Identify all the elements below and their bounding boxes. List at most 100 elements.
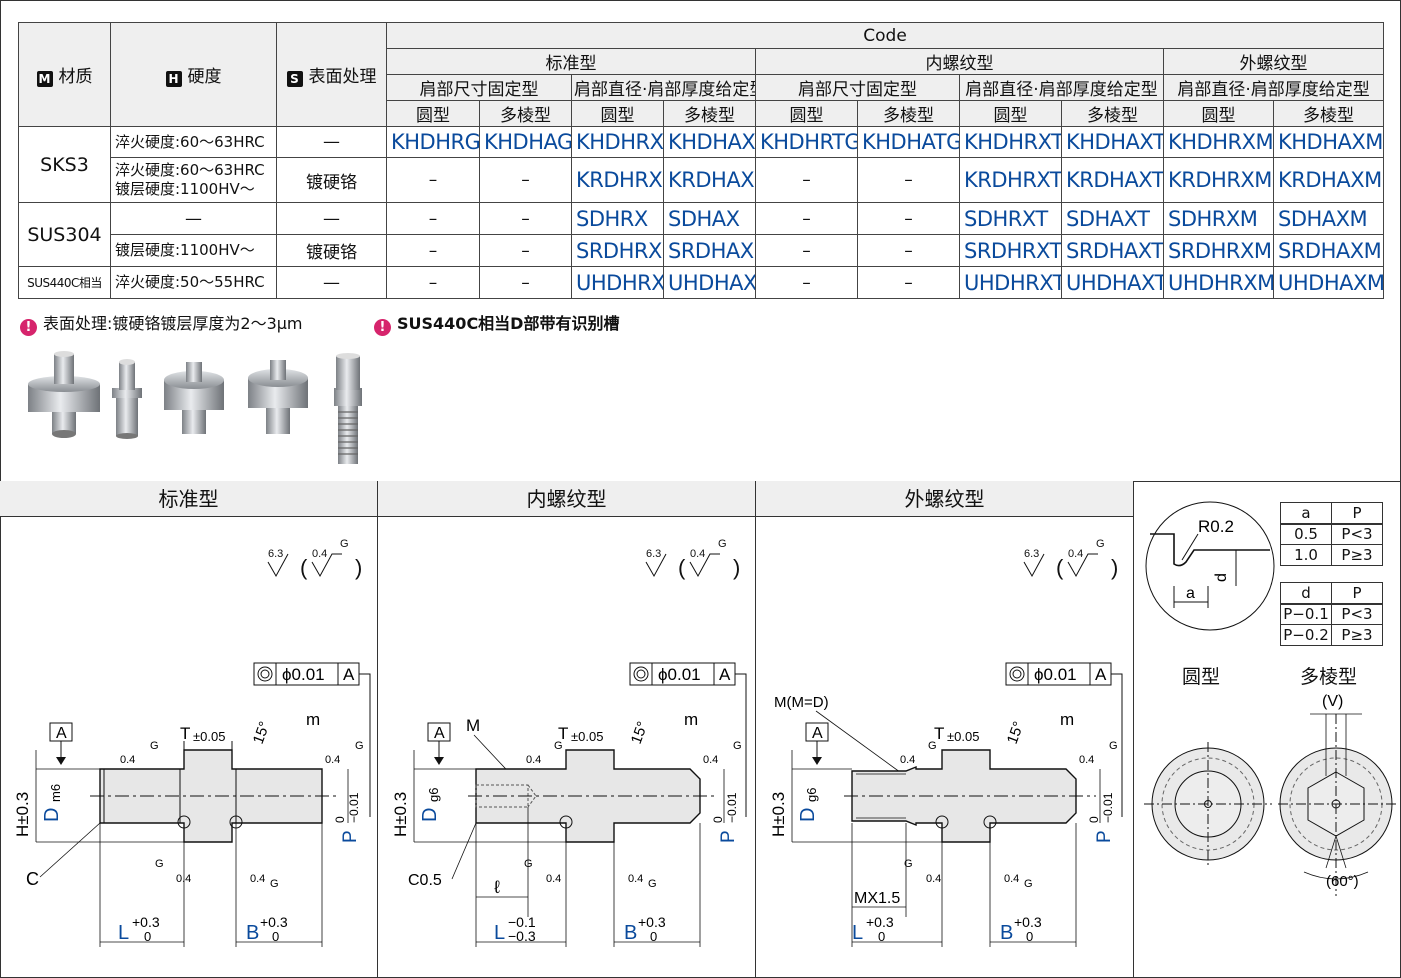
svg-text:G: G [155,858,164,870]
svg-text:0.4: 0.4 [703,754,718,766]
code-cell[interactable]: KRDHAXM [1272,157,1385,203]
svg-text:H±0.3: H±0.3 [769,792,788,837]
shape-header: 圆型 [386,100,480,127]
svg-text:B: B [624,922,637,944]
concentricity-frame: ϕ0.01 A [629,662,736,686]
svg-text:): ) [355,555,362,580]
badge-m: M [36,71,53,87]
code-cell[interactable]: SDHAXT [1061,202,1164,235]
photo-pin-2 [112,359,142,439]
code-cell[interactable]: KHDHRG [386,126,480,158]
svg-text:): ) [1111,555,1118,580]
svg-text:(: ( [1056,555,1064,580]
code-cell[interactable]: KHDHAX [663,126,756,158]
concentricity-frame: ϕ0.01 A [253,662,360,686]
svg-text:0: 0 [144,929,151,944]
svg-text:T: T [558,724,568,743]
detail-groove: a R0.2 d [1145,501,1275,631]
table-row: SUS440C相当 淬火硬度:50～55HRC — – – UHDHRX UHD… [18,266,1385,299]
svg-text:0.4: 0.4 [312,548,327,560]
subgroup: 肩部直径·肩部厚度给定型 [959,74,1164,101]
svg-text:G: G [270,878,279,890]
code-cell[interactable]: UHDHRXM [1163,266,1274,299]
code-cell[interactable]: UHDHAX [663,266,756,299]
code-cell[interactable]: SRDHRX [571,234,664,267]
svg-text:C0.5: C0.5 [408,872,442,889]
panel-title: 标准型 [0,481,377,517]
code-cell[interactable]: KRDHRXT [959,157,1062,203]
svg-text:ϕ0.01: ϕ0.01 [282,665,325,684]
code-cell[interactable]: KRDHRXM [1163,157,1274,203]
svg-text:L: L [494,922,505,944]
code-cell[interactable]: UHDHRXT [959,266,1062,299]
svg-text:−0.3: −0.3 [508,928,536,944]
code-cell[interactable]: SDHRXM [1163,202,1274,235]
code-cell[interactable]: KHDHRXT [959,126,1062,158]
svg-text:P: P [1094,830,1115,843]
svg-text:0.4: 0.4 [250,873,265,885]
code-cell[interactable]: KHDHAXM [1272,126,1385,158]
svg-text:A: A [434,725,445,742]
subgroup: 肩部直径·肩部厚度给定型 [571,74,756,101]
panel-external-thread: 外螺纹型 6.3 ( 0.4 G ) ϕ0.01 A M(M=D) A [756,481,1134,978]
svg-text:6.3: 6.3 [268,548,283,560]
svg-text:ℓ: ℓ [494,877,500,897]
drawing-external-thread: 6.3 ( 0.4 G ) ϕ0.01 A M(M=D) A [769,538,1123,947]
code-cell: – [857,234,960,267]
code-cell[interactable]: SRDHRXT [959,234,1062,267]
svg-text:G: G [1024,878,1033,890]
code-cell[interactable]: KHDHAG [479,126,572,158]
code-cell[interactable]: KHDHRX [571,126,664,158]
code-cell[interactable]: KRDHRX [571,157,664,203]
svg-text:A: A [56,725,67,742]
svg-text:m: m [684,710,698,729]
round-label: 圆型 [1182,666,1221,688]
svg-text:+0.3: +0.3 [260,914,288,930]
code-cell: – [479,202,572,235]
code-cell[interactable]: UHDHRX [571,266,664,299]
code-cell[interactable]: KHDHAXT [1061,126,1164,158]
code-cell[interactable]: SDHRXT [959,202,1062,235]
svg-text:G: G [928,740,937,752]
code-cell: – [755,157,858,203]
svg-text:g6: g6 [804,788,819,802]
code-cell: – [386,266,480,299]
code-cell[interactable]: KHDHRXM [1163,126,1274,158]
svg-text:A: A [343,665,355,684]
poly-end-view: (V) (60°) [1278,693,1396,896]
code-cell[interactable]: UHDHAXT [1061,266,1164,299]
svg-text:B: B [1000,922,1013,944]
code-cell[interactable]: SDHRX [571,202,664,235]
hardness-cell: 镀层硬度:1100HV～ [110,234,277,267]
code-cell[interactable]: KRDHAX [663,157,756,203]
code-cell[interactable]: UHDHAXM [1272,266,1385,299]
hardness-cell: 淬火硬度:60～63HRC [110,126,277,158]
svg-text:0: 0 [333,816,347,823]
svg-text:6.3: 6.3 [1024,548,1039,560]
table-row: SKS3 淬火硬度:60～63HRC — KHDHRG KHDHAG KHDHR… [18,126,1385,203]
svg-text:H±0.3: H±0.3 [13,792,32,837]
svg-text:0.4: 0.4 [628,873,643,885]
code-cell[interactable]: SRDHAXM [1272,234,1385,267]
shape-header: 多棱型 [479,100,572,127]
code-cell[interactable]: SDHAXM [1272,202,1385,235]
svg-text:): ) [733,555,740,580]
svg-text:A: A [812,725,823,742]
svg-text:±0.05: ±0.05 [947,729,979,744]
code-cell[interactable]: KHDHRTG [755,126,858,158]
code-cell[interactable]: SDHAX [663,202,756,235]
code-cell[interactable]: SRDHRXM [1163,234,1274,267]
svg-text:15°: 15° [628,719,652,746]
photo-pin-4 [248,360,308,434]
svg-text:G: G [150,740,159,752]
code-cell[interactable]: KRDHAXT [1061,157,1164,203]
code-cell: – [755,202,858,235]
code-cell[interactable]: SRDHAX [663,234,756,267]
code-cell[interactable]: SRDHAXT [1061,234,1164,267]
code-cell[interactable]: KHDHATG [857,126,960,158]
svg-text:G: G [648,878,657,890]
